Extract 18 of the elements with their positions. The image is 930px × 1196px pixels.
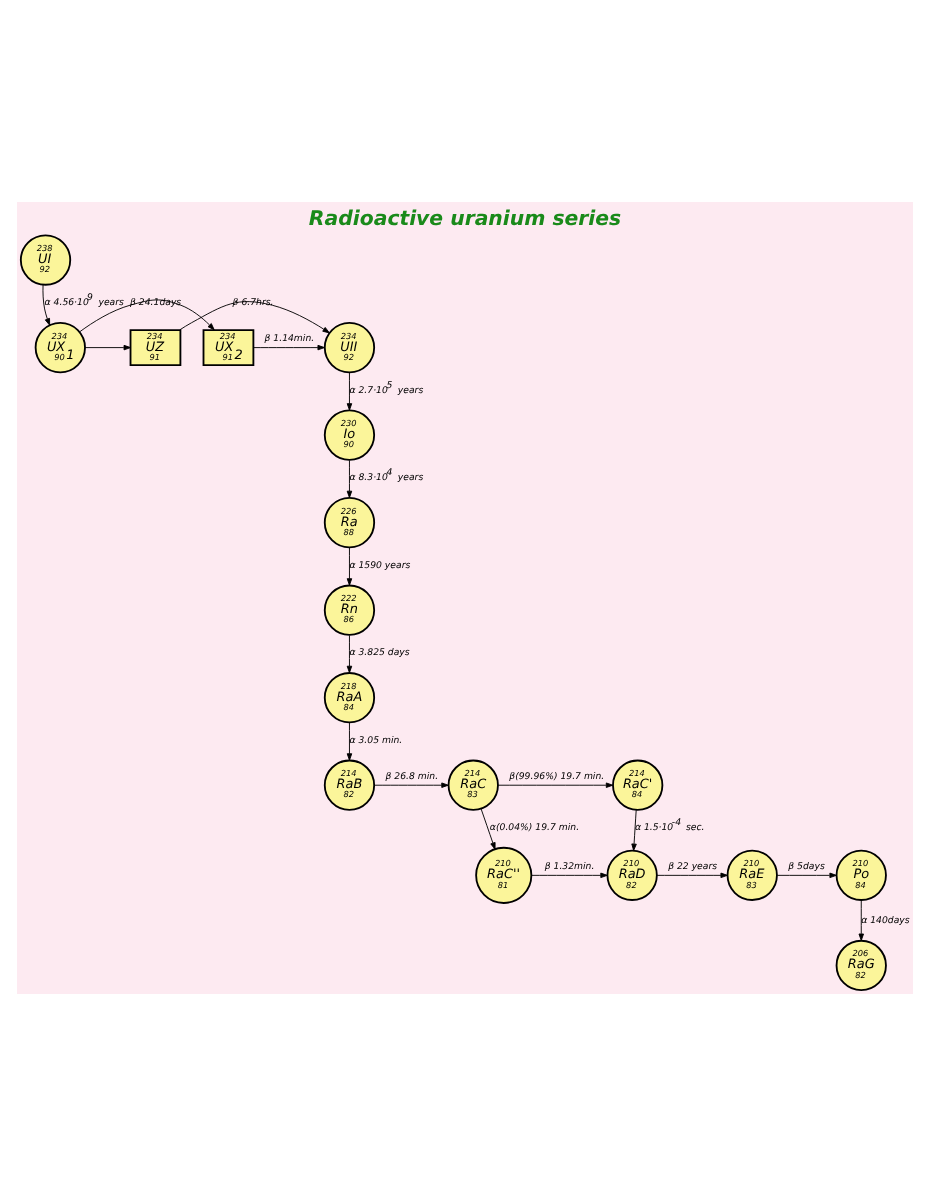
arrow: [346, 547, 353, 586]
arrow: [776, 872, 837, 879]
arrow: [346, 634, 353, 674]
arrow: [346, 722, 353, 761]
arrow: [84, 344, 131, 351]
arrow: [42, 284, 51, 326]
arrow: [656, 872, 728, 879]
arrow: [79, 299, 215, 333]
arrow: [253, 344, 325, 351]
arrow: [374, 782, 449, 788]
arrow: [480, 808, 496, 850]
arrow: [530, 872, 608, 879]
arrow: [346, 459, 353, 499]
diagram-title: Radioactive uranium series: [308, 208, 622, 231]
arrow: [631, 809, 637, 851]
arrow: [346, 372, 353, 411]
arrow: [497, 782, 614, 788]
arrow: [179, 301, 330, 334]
